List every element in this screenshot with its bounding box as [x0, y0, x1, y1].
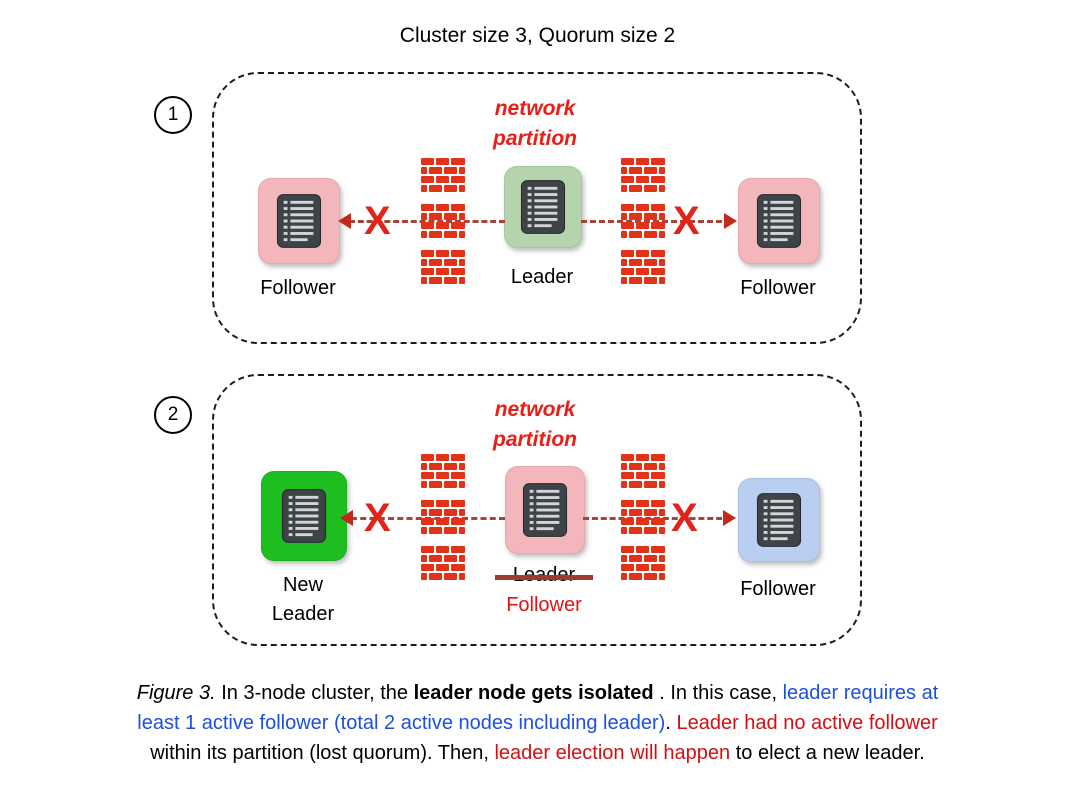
caption-segment: leader election will happen: [494, 742, 731, 764]
node-label-leader-1: Leader: [510, 266, 574, 288]
broken-link-x-icon: X: [364, 199, 391, 243]
node-leader-1: [504, 166, 582, 248]
caption-segment: .: [665, 712, 677, 734]
brick-wall-icon: [421, 499, 465, 535]
partition-label-line: network: [494, 97, 576, 120]
caption-segment: Figure 3.: [136, 682, 216, 704]
partition-label-line: partition: [493, 127, 577, 150]
log-list-icon: [276, 193, 322, 249]
caption-segment: to elect a new leader.: [735, 742, 925, 764]
node-new-leader-2: [261, 471, 347, 561]
step-2-badge: 2: [154, 396, 192, 434]
partition-label-2: network partition: [212, 395, 858, 455]
node-label-line: New: [282, 574, 323, 596]
node-label-line: Leader: [271, 603, 335, 625]
node-label-follower-left-1: Follower: [260, 277, 336, 299]
brick-wall-icon: [621, 249, 665, 285]
log-list-icon: [281, 488, 327, 544]
node-follower-left-1: [258, 178, 340, 264]
broken-link-x-icon: X: [671, 496, 698, 540]
brick-wall-icon: [421, 453, 465, 489]
brick-wall-icon: [421, 249, 465, 285]
node-old-leader-2: [505, 466, 585, 554]
broken-link-x-icon: X: [673, 199, 700, 243]
brick-wall-icon: [621, 499, 665, 535]
caption-line-2: least 1 active follower (total 2 active …: [0, 708, 1075, 738]
node-label-old-leader-2: Leader: [483, 564, 605, 587]
caption-segment: Leader had no active follower: [676, 712, 938, 734]
caption-segment: leader requires at: [782, 682, 939, 704]
brick-wall-icon: [421, 157, 465, 193]
partition-label-line: partition: [493, 428, 577, 451]
dashed-link-right-1: [581, 220, 731, 223]
node-label-demoted-follower-2: Follower: [506, 594, 582, 616]
caption-segment: least 1 active follower (total 2 active …: [137, 712, 666, 734]
brick-wall-icon: [621, 203, 665, 239]
partition-label-line: network: [494, 398, 576, 421]
arrowhead-right-icon: [724, 213, 737, 229]
arrowhead-left-icon: [338, 213, 351, 229]
brick-wall-icon: [421, 203, 465, 239]
log-list-icon: [520, 179, 566, 235]
arrowhead-left-icon: [340, 510, 353, 526]
caption-line-3: within its partition (lost quorum). Then…: [0, 738, 1075, 768]
node-label-follower-right-1: Follower: [740, 277, 816, 299]
brick-wall-icon: [421, 545, 465, 581]
figure-title: Cluster size 3, Quorum size 2: [399, 24, 676, 47]
brick-wall-icon: [621, 453, 665, 489]
dashed-link-left-1: [349, 220, 505, 223]
caption-segment: leader node gets isolated: [413, 682, 654, 704]
brick-wall-icon: [621, 545, 665, 581]
caption-line-1: Figure 3. In 3-node cluster, the leader …: [0, 678, 1075, 708]
node-label-new-leader-2: New Leader: [248, 571, 358, 629]
node-follower-right-1: [738, 178, 820, 264]
arrowhead-right-icon: [723, 510, 736, 526]
node-label-follower-right-2: Follower: [740, 578, 816, 600]
node-follower-right-2: [738, 478, 820, 562]
partition-label-1: network partition: [212, 94, 858, 154]
caption-segment: within its partition (lost quorum). Then…: [150, 742, 495, 764]
broken-link-x-icon: X: [364, 496, 391, 540]
log-list-icon: [522, 482, 568, 538]
caption-segment: In 3-node cluster, the: [221, 682, 414, 704]
caption-segment: . In this case,: [659, 682, 783, 704]
log-list-icon: [756, 193, 802, 249]
step-1-badge: 1: [154, 96, 192, 134]
log-list-icon: [756, 492, 802, 548]
brick-wall-icon: [621, 157, 665, 193]
scenario-1-box: [212, 72, 862, 344]
scenario-2-box: [212, 374, 862, 646]
